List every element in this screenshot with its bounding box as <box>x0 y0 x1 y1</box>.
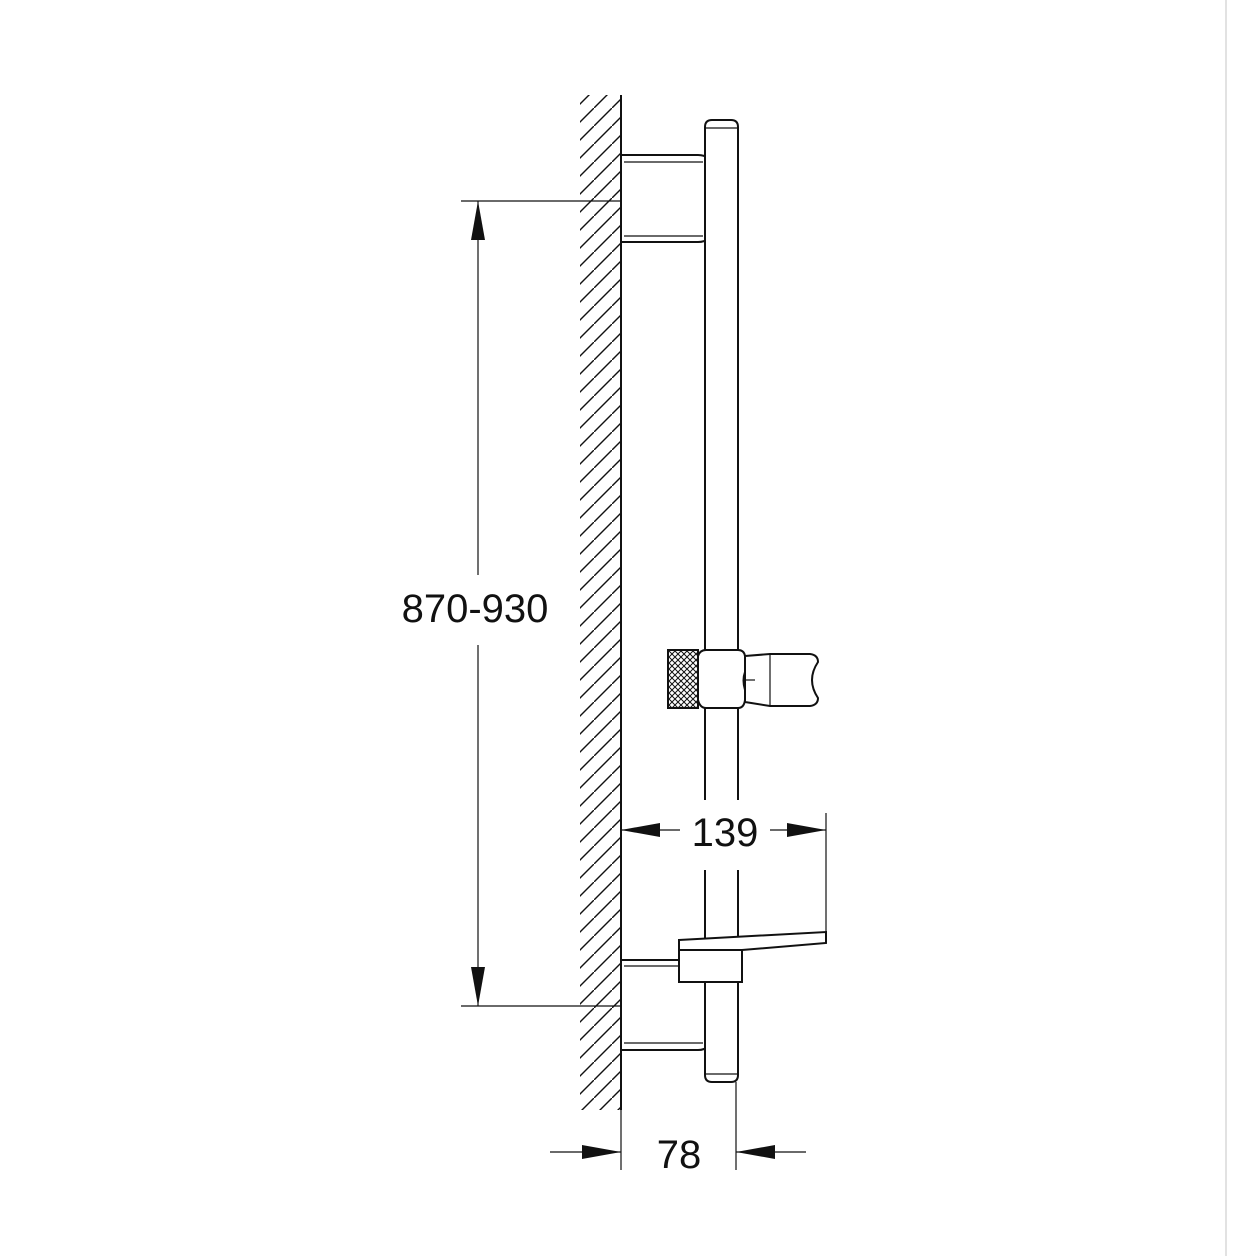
holder-slider-body <box>697 649 746 709</box>
projection-arrow-left <box>621 823 660 837</box>
height-arrow-top <box>471 201 485 240</box>
shower-rail-upper <box>704 119 739 800</box>
handshower-holder <box>667 649 820 709</box>
height-arrow-bottom <box>471 967 485 1006</box>
projection-arrow-right <box>787 823 826 837</box>
shelf-holder <box>678 930 827 983</box>
holder-knurled-knob <box>667 649 699 709</box>
offset-arrow-left <box>582 1145 621 1159</box>
top-wall-bracket <box>620 154 713 243</box>
holder-cradle <box>744 653 820 707</box>
dimension-offset-label: 78 <box>657 1133 702 1177</box>
wall-hatching <box>580 95 620 1110</box>
dimension-height: 870-930 <box>402 200 621 1007</box>
wall <box>580 95 622 1110</box>
offset-arrow-right <box>736 1145 775 1159</box>
dimension-offset: 78 <box>550 1082 806 1177</box>
dimension-projection: 139 <box>621 811 827 932</box>
shelf-clamp <box>678 949 743 983</box>
dimension-projection-label: 139 <box>692 811 759 855</box>
dimension-height-label: 870-930 <box>402 587 549 631</box>
